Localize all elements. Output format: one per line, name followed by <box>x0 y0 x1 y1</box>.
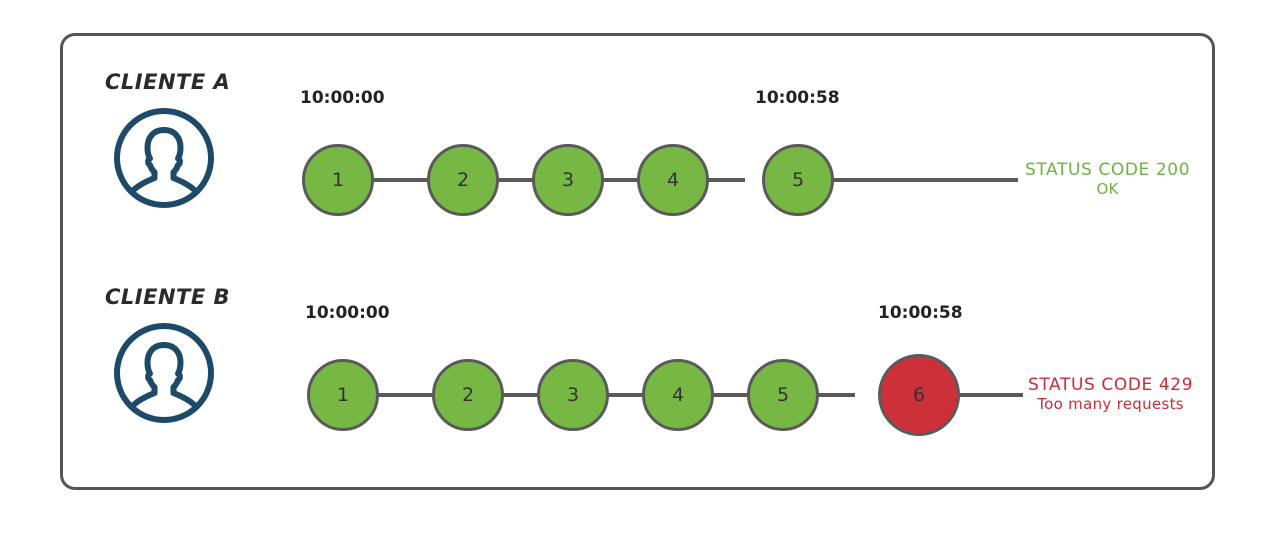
status-code-line: STATUS CODE 200 <box>1025 160 1191 180</box>
status-code-line: STATUS CODE 429 <box>1028 375 1194 395</box>
request-node-rejected[interactable]: 6 <box>878 354 960 436</box>
client-a-label: CLIENTE A <box>105 70 231 94</box>
client-row-b: CLIENTE B 10:00:00 10:00:58 1 2 3 4 5 6 <box>0 285 1280 485</box>
request-node[interactable]: 5 <box>747 359 819 431</box>
status-code-a: STATUS CODE 200 OK <box>1025 160 1190 198</box>
diagram-panel <box>60 33 1215 490</box>
chain-trailing-line <box>948 393 1023 397</box>
chain-link <box>373 393 435 397</box>
request-node[interactable]: 5 <box>762 144 834 216</box>
chain-link <box>368 178 430 182</box>
request-node[interactable]: 1 <box>307 359 379 431</box>
chain-link <box>683 178 745 182</box>
chain-link <box>578 178 640 182</box>
request-node[interactable]: 3 <box>532 144 604 216</box>
timestamp-start: 10:00:00 <box>305 303 390 323</box>
request-node[interactable]: 2 <box>432 359 504 431</box>
request-node[interactable]: 2 <box>427 144 499 216</box>
request-node[interactable]: 1 <box>302 144 374 216</box>
chain-link <box>688 393 750 397</box>
timestamp-start: 10:00:00 <box>300 88 385 108</box>
chain-link <box>583 393 645 397</box>
status-message-line: Too many requests <box>1037 395 1184 413</box>
chain-link <box>473 178 535 182</box>
timestamp-end: 10:00:58 <box>878 303 963 323</box>
request-node[interactable]: 3 <box>537 359 609 431</box>
chain-link <box>793 393 855 397</box>
client-row-a: CLIENTE A 10:00:00 10:00:58 1 2 3 4 5 ST… <box>0 70 1280 270</box>
request-node[interactable]: 4 <box>642 359 714 431</box>
request-node[interactable]: 4 <box>637 144 709 216</box>
status-message-line: OK <box>1096 180 1119 198</box>
chain-link <box>478 393 540 397</box>
chain-trailing-line <box>800 178 1018 182</box>
client-b-label: CLIENTE B <box>105 285 231 309</box>
status-code-b: STATUS CODE 429 Too many requests <box>1028 375 1193 413</box>
timestamp-end: 10:00:58 <box>755 88 840 108</box>
user-avatar-icon <box>112 321 216 425</box>
user-avatar-icon <box>112 106 216 210</box>
